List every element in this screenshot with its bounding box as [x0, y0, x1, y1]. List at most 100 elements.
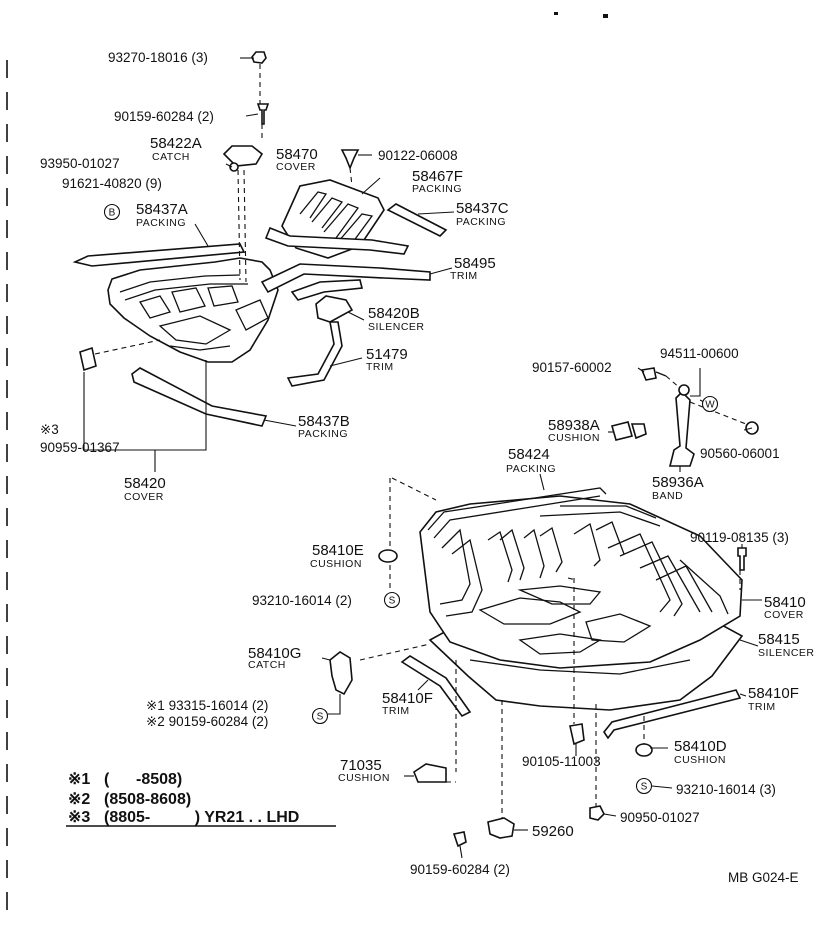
nut-93270	[251, 51, 267, 64]
cushion-58410d	[635, 743, 653, 757]
label-58410e: 58410E	[312, 542, 364, 559]
trim-51479	[286, 321, 343, 387]
bolt-90119	[737, 547, 747, 571]
trim-58410f-right	[603, 689, 742, 740]
label-58420b-sub: SILENCER	[368, 321, 425, 333]
label-58420: 58420	[124, 475, 166, 492]
label-58410d-sub: CUSHION	[674, 754, 726, 766]
label-71035-sub: CUSHION	[338, 772, 390, 784]
part-labels: 93270-18016 (3) 90159-60284 (2) 58422A C…	[40, 50, 815, 885]
symbol-w: W	[701, 395, 719, 413]
svg-text:B: B	[109, 208, 116, 219]
top-right-marks	[554, 12, 608, 18]
label-58437b: 58437B	[298, 413, 350, 430]
cushion-58938a	[611, 421, 633, 441]
label-58437a-sub: PACKING	[136, 217, 186, 229]
label-58437c: 58437C	[456, 200, 509, 217]
packing-58424-ribs	[427, 487, 729, 617]
label-58410f-right-sub: TRIM	[748, 701, 776, 713]
symbol-s-3: S	[635, 777, 653, 795]
label-58410: 58410	[764, 594, 806, 611]
label-58437a: 58437A	[136, 201, 188, 218]
label-58936a: 58936A	[652, 474, 704, 491]
label-90119: 90119-08135 (3)	[690, 530, 789, 545]
cushion-58938a-b	[630, 423, 647, 440]
trim-58495	[260, 263, 431, 294]
label-94511: 94511-00600	[660, 346, 739, 361]
label-93210-top: 93210-16014 (2)	[252, 593, 352, 608]
label-58410e-sub: CUSHION	[310, 558, 362, 570]
label-71035: 71035	[340, 757, 382, 774]
label-93315: ※1 93315-16014 (2)	[146, 698, 268, 713]
label-58495: 58495	[454, 255, 496, 272]
label-58415-sub: SILENCER	[758, 647, 815, 659]
legend-text-1: ( -8508)	[104, 771, 182, 788]
label-51479: 51479	[366, 346, 408, 363]
packing-58437b	[131, 367, 268, 427]
nut-90950	[589, 805, 605, 821]
label-58420b: 58420B	[368, 305, 420, 322]
trim-58495-inner	[290, 279, 363, 301]
label-58410-sub: COVER	[764, 609, 804, 621]
symbol-b: B	[103, 203, 121, 221]
label-58437c-sub: PACKING	[456, 216, 506, 228]
packing-under-58470	[264, 226, 410, 255]
label-90959: 90959-01367	[40, 440, 120, 455]
trim-58410f-left	[400, 655, 472, 718]
upper-leader-lines	[83, 57, 455, 472]
label-91621: 91621-40820 (9)	[62, 176, 162, 191]
label-90560: 90560-06001	[700, 446, 780, 461]
label-58424-sub: PACKING	[506, 463, 556, 475]
label-58422a: 58422A	[150, 135, 202, 152]
grommet-93950	[229, 162, 239, 172]
band-58936a	[668, 390, 695, 467]
label-90159-mid: ※2 90159-60284 (2)	[146, 714, 268, 729]
packing-58437c	[386, 203, 448, 237]
lower-cover-assembly	[329, 367, 759, 848]
label-90159-top: 90159-60284 (2)	[114, 109, 214, 124]
label-93950: 93950-01027	[40, 156, 120, 171]
label-58467f: 58467F	[412, 168, 463, 185]
catch-58410g	[329, 651, 353, 696]
cushion-71035	[413, 763, 447, 783]
upper-cover-assembly	[72, 51, 448, 427]
label-58470: 58470	[276, 146, 318, 163]
cover-58470-ribs	[299, 191, 374, 247]
label-59260: 59260	[532, 823, 574, 840]
label-58415: 58415	[758, 631, 800, 648]
bolt-90157-thread	[655, 371, 667, 377]
silencer-58420b	[315, 295, 354, 323]
symbol-s-2: S	[311, 707, 329, 725]
label-90105: 90105-11003	[522, 754, 601, 769]
bolt-90105	[569, 723, 585, 746]
label-58410f-right: 58410F	[748, 685, 799, 702]
label-93270: 93270-18016 (3)	[108, 50, 208, 65]
label-58437b-sub: PACKING	[298, 428, 348, 440]
bolt-90159-top	[256, 103, 270, 125]
legend-mark-3: ※3	[68, 809, 90, 826]
clip-90959	[79, 346, 97, 372]
label-58938a-sub: CUSHION	[548, 432, 600, 444]
packing-58437a-strip	[72, 243, 246, 267]
label-58495-sub: TRIM	[450, 270, 478, 282]
cover-58410-panels	[469, 585, 691, 675]
label-58424: 58424	[508, 446, 550, 463]
legend-text-2: (8508-8608)	[104, 791, 191, 808]
label-90122: 90122-06008	[378, 148, 458, 163]
cover-58410	[419, 495, 743, 669]
cushion-58410e	[378, 549, 398, 563]
legend: ※1 ( -8508) ※2 (8508-8608) ※3 (8805- ) Y…	[66, 771, 336, 827]
label-58422a-sub: CATCH	[152, 151, 190, 163]
svg-text:S: S	[389, 596, 396, 607]
svg-text:W: W	[705, 400, 715, 411]
label-90950: 90950-01027	[620, 810, 700, 825]
symbol-s-1: S	[383, 591, 401, 609]
label-58410d: 58410D	[674, 738, 727, 755]
cover-58420-ribs	[119, 274, 269, 351]
cover-58420-body	[107, 257, 279, 363]
label-58410f-left: 58410F	[382, 690, 433, 707]
label-93210-bottom: 93210-16014 (3)	[676, 782, 776, 797]
label-51479-sub: TRIM	[366, 361, 394, 373]
